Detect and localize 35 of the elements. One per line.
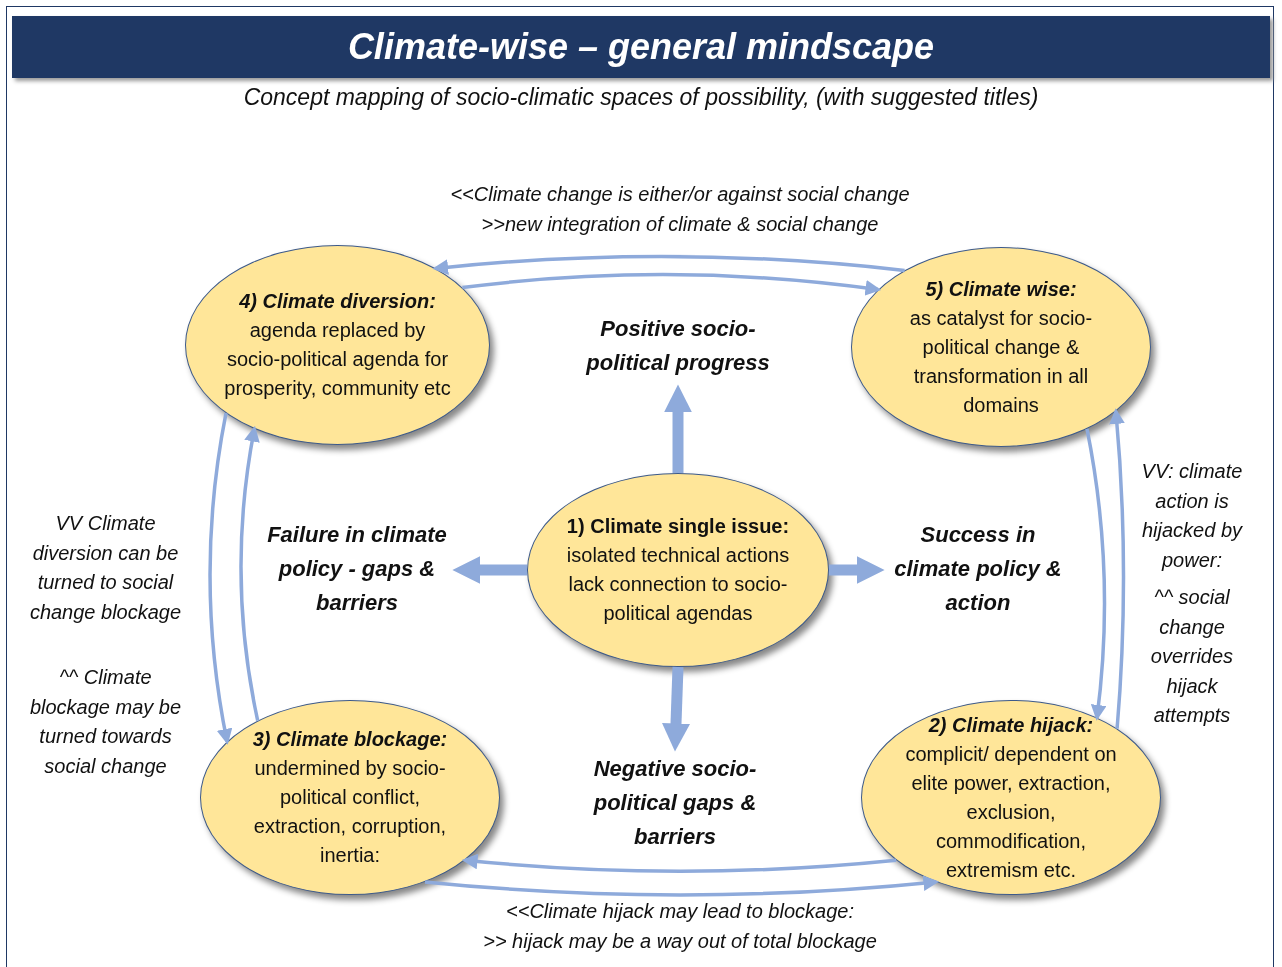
concept-label: Success in climate policy & action bbox=[885, 518, 1071, 622]
node-heading: 5) Climate wise: bbox=[925, 276, 1077, 302]
note-text: <<Climate hijack may lead to blockage: bbox=[505, 899, 855, 924]
node-heading: 4) Climate diversion: bbox=[239, 289, 436, 314]
node-text: undermined by socio-political conflict, extraction, corruption, inertia: bbox=[252, 756, 448, 868]
node-text: 1) Climate single issue: isolated technical actions lack connection to socio-political agendas bbox=[566, 514, 790, 626]
note-text: VV: climate action is hijacked by power: bbox=[1140, 459, 1244, 573]
arrow bbox=[452, 556, 527, 584]
arrow bbox=[424, 875, 940, 897]
title-banner: Climate-wise – general mindscape bbox=[12, 16, 1270, 78]
note-text: ^^ social change overrides hijack attempts bbox=[1149, 585, 1235, 728]
note-text: ^^ Climate blockage may be turned towards social change bbox=[28, 665, 183, 779]
arrow bbox=[461, 853, 897, 873]
note-text: VV Climate diversion can be turned to social change blockage bbox=[28, 511, 183, 625]
subtitle: Concept mapping of socio-climatic spaces of possibility, (with suggested titles) bbox=[242, 84, 1040, 111]
node-text: agenda replaced by socio-political agenda for prosperity, community etc bbox=[224, 318, 451, 401]
node-text: as catalyst for socio-political change & transformation in all domains bbox=[908, 305, 1094, 418]
arrow bbox=[432, 254, 905, 275]
node-text: complicit/ dependent on elite power, extraction, exclusion, commodification, extremism etc. bbox=[904, 741, 1118, 883]
arrow bbox=[664, 384, 692, 473]
arrow bbox=[239, 425, 260, 722]
arrow bbox=[1109, 408, 1126, 729]
note-text: >>new integration of climate & social change bbox=[480, 212, 880, 237]
arrow bbox=[462, 272, 882, 296]
node-heading: 2) Climate hijack: bbox=[928, 712, 1094, 738]
note-text: >> hijack may be a way out of total blockage bbox=[482, 929, 878, 954]
concept-label: Failure in climate policy - gaps & barriers bbox=[262, 518, 452, 622]
node-heading: 3) Climate blockage: bbox=[252, 727, 448, 752]
concept-label: Negative socio-political gaps & barriers bbox=[565, 752, 785, 856]
arrow bbox=[1085, 428, 1107, 721]
arrow bbox=[829, 556, 885, 584]
arrow bbox=[662, 666, 690, 752]
concept-label: Positive socio-political progress bbox=[560, 312, 796, 384]
arrow bbox=[208, 412, 233, 745]
note-text: <<Climate change is either/or against social change bbox=[449, 182, 911, 207]
